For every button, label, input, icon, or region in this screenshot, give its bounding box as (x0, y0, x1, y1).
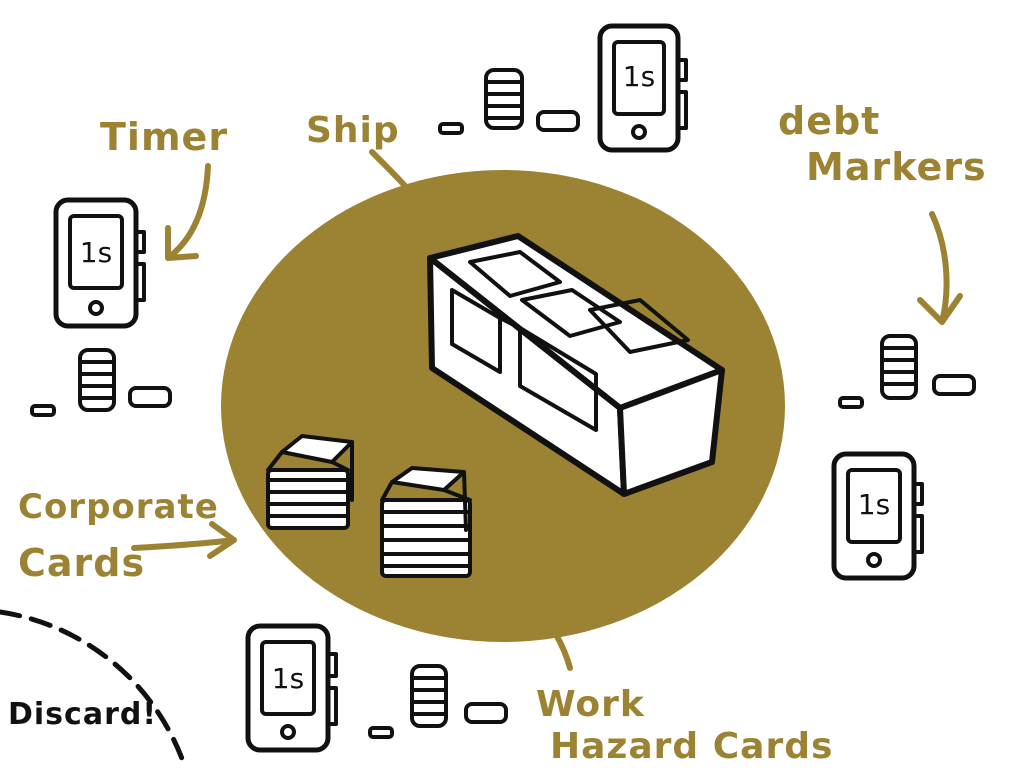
timer-display: 1s (272, 662, 304, 695)
coin-stack-icon (880, 334, 918, 400)
timer-display: 1s (858, 488, 890, 521)
debt-label-line2: Markers (806, 145, 987, 189)
debt-marker-icon (932, 374, 976, 396)
corporate-label-line1: Corporate (18, 487, 219, 527)
phone-timer-icon: 1s (53, 197, 146, 329)
phone-timer-icon: 1s (597, 23, 688, 153)
work-label-line2: Hazard Cards (550, 726, 833, 767)
phone-timer-icon: 1s (245, 623, 338, 753)
discard-label: Discard! (8, 697, 157, 732)
debt-marker-icon (30, 404, 56, 417)
coin-stack-icon (78, 348, 116, 412)
coin-stack-icon (484, 68, 524, 130)
corporate-cards-deck (266, 434, 354, 530)
timer-label: Timer (100, 115, 228, 159)
debt-marker-icon (838, 396, 864, 409)
arrow-icon (497, 577, 573, 671)
debt-marker-icon (368, 726, 394, 739)
arrow-icon (917, 211, 963, 325)
debt-marker-icon (128, 386, 172, 408)
timer-display: 1s (80, 236, 112, 269)
work-label-line1: Work (536, 684, 645, 725)
corporate-label-line2: Cards (18, 541, 145, 585)
arrow-icon (165, 163, 211, 261)
ship-label: Ship (306, 110, 400, 151)
debt-label-line1: debt (778, 99, 880, 143)
arrow-icon (131, 521, 237, 559)
timer-display: 1s (623, 60, 655, 93)
work-hazard-cards-deck (380, 466, 472, 578)
discard-boundary (0, 609, 187, 767)
phone-timer-icon: 1s (831, 451, 924, 581)
debt-marker-icon (438, 122, 464, 135)
arrow-icon (369, 149, 439, 227)
debt-marker-icon (536, 110, 580, 132)
debt-marker-icon (464, 702, 508, 724)
coin-stack-icon (410, 664, 448, 728)
ship-crate-icon (427, 233, 725, 497)
